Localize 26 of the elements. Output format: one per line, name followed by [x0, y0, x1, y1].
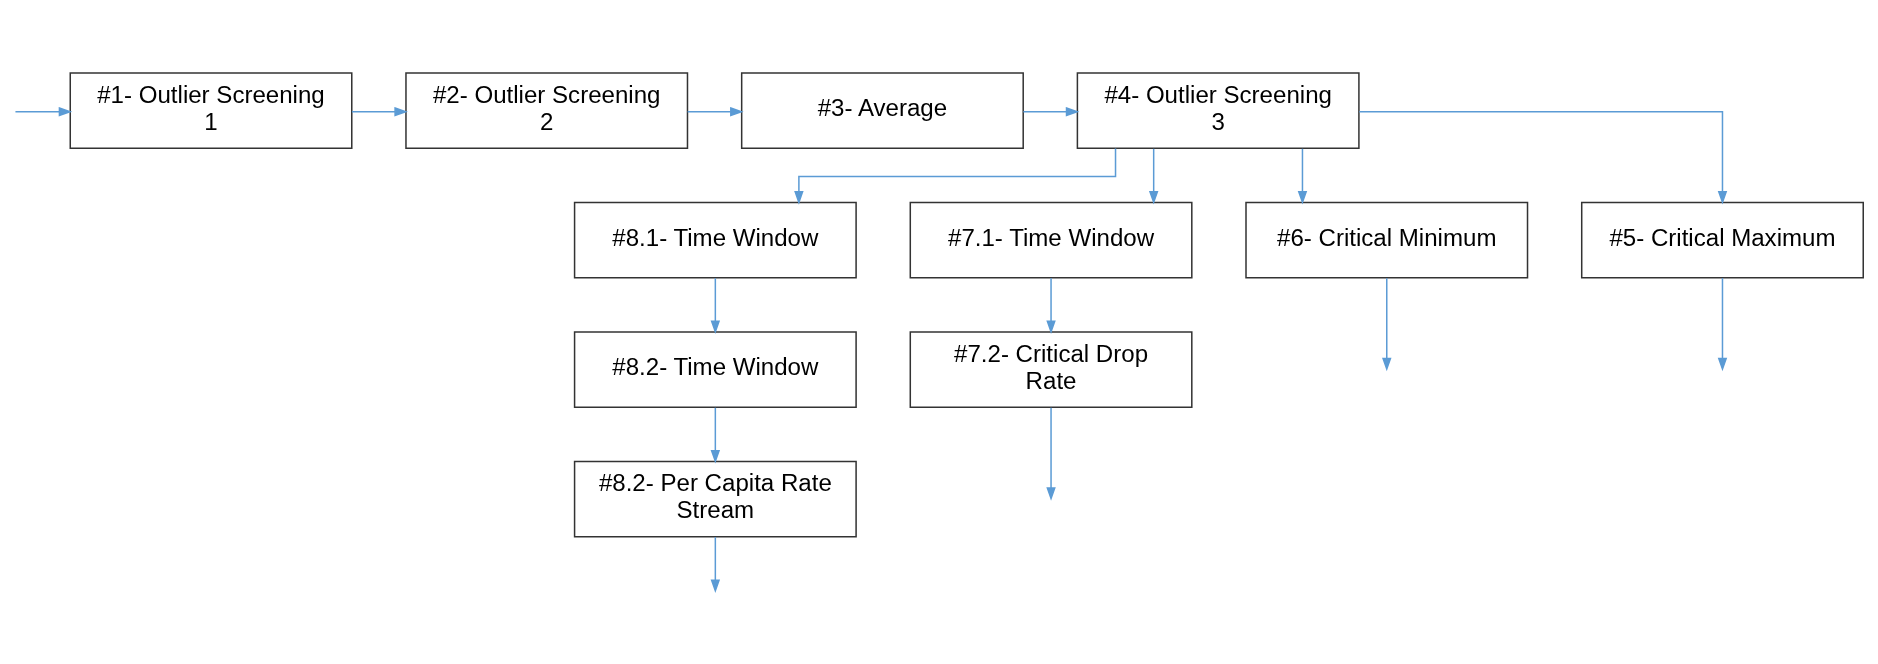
arrow — [1148, 147, 1159, 205]
arrow — [1358, 110, 1728, 205]
arrow — [1022, 106, 1080, 116]
arrow — [14, 106, 73, 116]
arrow — [686, 106, 744, 116]
arrow — [710, 535, 721, 593]
node-box: #8.1- Time Window — [573, 201, 857, 278]
arrow — [1046, 406, 1056, 501]
arrow — [1297, 147, 1308, 205]
node-box: #7.2- Critical Drop Rate — [909, 330, 1193, 408]
arrow — [794, 147, 1117, 205]
arrow — [1382, 277, 1392, 371]
node-box: #6- Critical Minimum — [1245, 201, 1529, 278]
node-box: #8.2- Time Window — [573, 330, 857, 408]
arrow — [1046, 277, 1056, 334]
arrow — [1717, 277, 1728, 371]
node-box: #3- Average — [740, 71, 1024, 149]
arrow — [351, 106, 408, 116]
node-box: #4- Outlier Screening 3 — [1076, 71, 1360, 149]
arrow — [710, 277, 721, 334]
node-box: #1- Outlier Screening 1 — [69, 71, 353, 149]
node-box: #8.2- Per Capita Rate Stream — [573, 460, 857, 537]
node-box: #7.1- Time Window — [909, 201, 1193, 278]
node-box: #2- Outlier Screening 2 — [405, 71, 689, 149]
node-box: #5- Critical Maximum — [1580, 201, 1864, 278]
arrow — [710, 406, 721, 463]
